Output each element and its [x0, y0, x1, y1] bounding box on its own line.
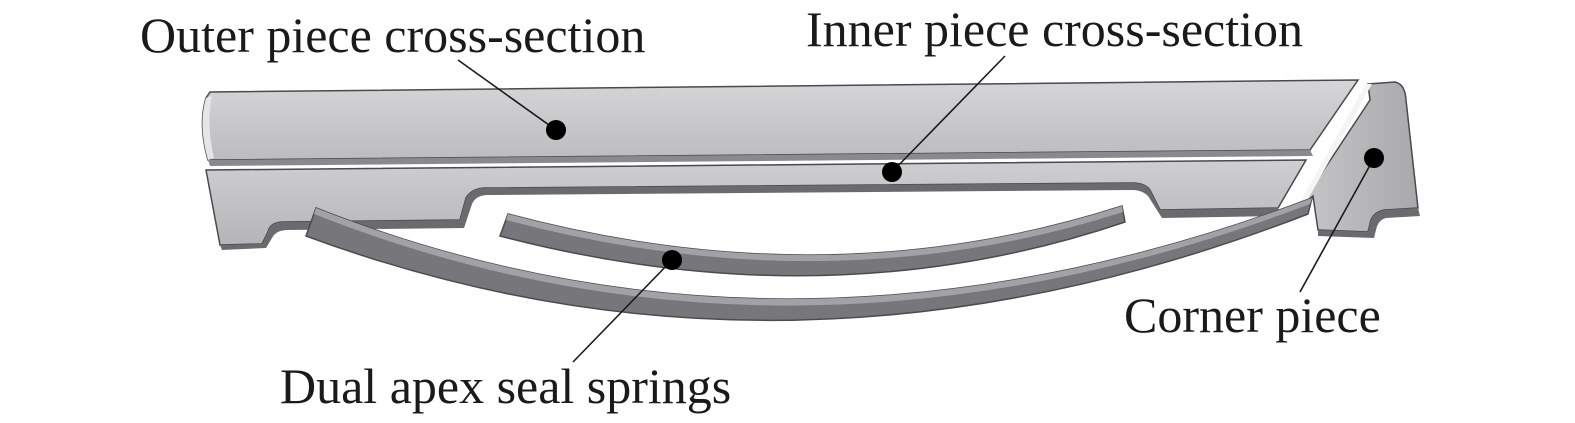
- inner-piece: [205, 159, 1308, 250]
- inner-piece-label: Inner piece cross-section: [806, 1, 1303, 57]
- corner-piece-label: Corner piece: [1124, 287, 1381, 343]
- corner-piece: [1296, 81, 1420, 238]
- outer-piece-label: Outer piece cross-section: [140, 7, 645, 63]
- outer-leader-line: [457, 59, 557, 131]
- outer-marker-dot: [546, 120, 566, 140]
- corner-marker-dot: [1364, 148, 1384, 168]
- inner-leader-line: [891, 55, 1006, 173]
- inner-marker-dot: [882, 162, 902, 182]
- springs-leader-line: [572, 259, 673, 363]
- dual-apex-seal-springs: [305, 196, 1314, 321]
- outer-piece: [201, 79, 1360, 166]
- springs-label: Dual apex seal springs: [280, 358, 731, 414]
- corner-leader-line: [1299, 157, 1375, 293]
- springs-marker-dot: [662, 250, 682, 270]
